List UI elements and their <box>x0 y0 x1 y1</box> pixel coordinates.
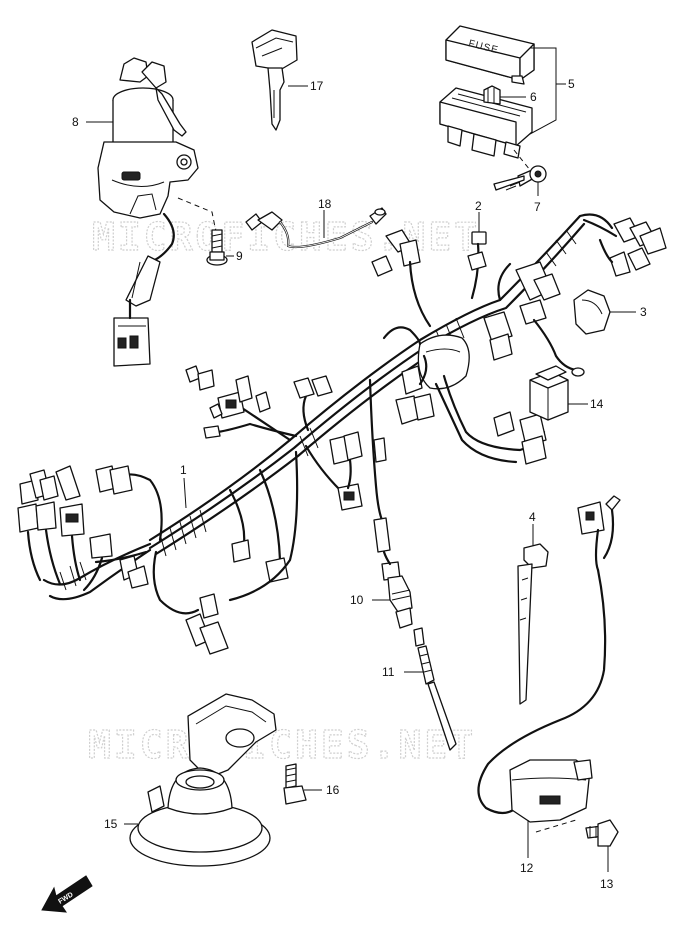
ref-label-5: 5 <box>568 77 575 91</box>
reference-labels: 1 2 3 4 5 6 7 8 9 10 11 12 13 14 15 16 1… <box>72 77 647 891</box>
bolt-part-13 <box>585 819 619 872</box>
bolt-part-16 <box>283 763 322 805</box>
ignition-coil-part-12 <box>477 495 621 858</box>
fwd-arrow-icon: FWD <box>41 875 93 913</box>
ref-label-9: 9 <box>236 249 243 263</box>
wiring-harness-part-1 <box>17 213 667 655</box>
horn-part-15 <box>124 693 277 867</box>
key-part-17 <box>251 29 308 131</box>
screw-part-7 <box>493 149 547 196</box>
ref-label-16: 16 <box>326 783 340 797</box>
relay-part-14 <box>529 365 588 421</box>
clamp-band-part-4 <box>517 524 549 705</box>
boot-cover-part-3 <box>573 289 636 335</box>
watermark-bottom: MICROFICHES.NET <box>88 723 476 767</box>
ref-label-3: 3 <box>640 305 647 319</box>
ref-label-15: 15 <box>104 817 118 831</box>
ref-label-1: 1 <box>180 463 187 477</box>
ref-label-4: 4 <box>529 510 536 524</box>
ref-label-14: 14 <box>590 397 604 411</box>
ref-label-8: 8 <box>72 115 79 129</box>
ref-label-18: 18 <box>318 197 332 211</box>
lead-wire-part-18 <box>245 207 387 249</box>
ref-label-11: 11 <box>382 665 395 679</box>
ignition-switch-part-8 <box>86 57 199 367</box>
screw-part-9 <box>177 197 234 266</box>
connector-part-2 <box>471 212 487 245</box>
ref-label-2: 2 <box>475 199 482 213</box>
ref-label-13: 13 <box>600 877 614 891</box>
sensor-part-11 <box>404 627 457 751</box>
ref-label-17: 17 <box>310 79 324 93</box>
ref-label-6: 6 <box>530 90 537 104</box>
fuse-box-part-5: FUSE <box>439 25 566 159</box>
ref-label-7: 7 <box>534 200 541 214</box>
ref-label-12: 12 <box>520 861 534 875</box>
watermark-top: MICROFICHES.NET <box>92 215 480 259</box>
ref-label-10: 10 <box>350 593 364 607</box>
switch-part-10 <box>372 550 413 629</box>
